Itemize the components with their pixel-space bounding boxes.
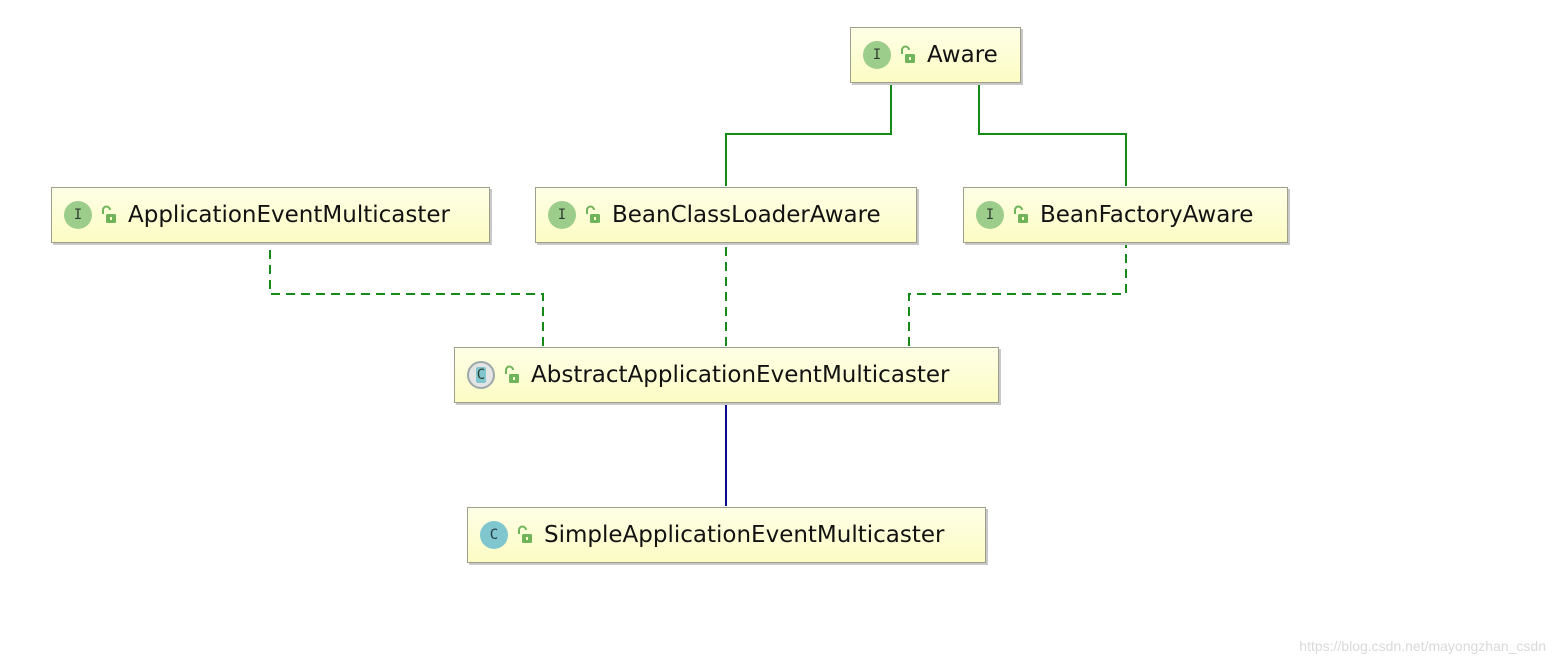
- unlock-icon: [586, 205, 600, 223]
- node-abstract-application-event-multicaster[interactable]: C AbstractApplicationEventMulticaster: [454, 347, 999, 403]
- unlock-icon: [518, 525, 532, 543]
- unlock-icon: [102, 205, 116, 223]
- interface-icon: I: [548, 201, 576, 229]
- edge-abstract-to-applicationeventmulticaster: [260, 220, 544, 346]
- unlock-icon: [1014, 205, 1028, 223]
- node-bean-class-loader-aware[interactable]: I BeanClassLoaderAware: [535, 187, 917, 243]
- node-label: BeanClassLoaderAware: [612, 202, 881, 228]
- unlock-icon: [505, 365, 519, 383]
- interface-icon: I: [863, 41, 891, 69]
- abstract-class-icon: C: [467, 361, 495, 389]
- interface-icon: I: [976, 201, 1004, 229]
- unlock-icon: [901, 45, 915, 63]
- watermark: https://blog.csdn.net/mayongzhan_csdn: [1299, 638, 1546, 654]
- node-label: BeanFactoryAware: [1040, 202, 1254, 228]
- node-label: SimpleApplicationEventMulticaster: [544, 522, 945, 548]
- class-icon: C: [480, 521, 508, 549]
- node-bean-factory-aware[interactable]: I BeanFactoryAware: [963, 187, 1288, 243]
- node-simple-application-event-multicaster[interactable]: C SimpleApplicationEventMulticaster: [467, 507, 986, 563]
- node-aware[interactable]: I Aware: [850, 27, 1021, 83]
- node-label: Aware: [927, 42, 998, 68]
- interface-icon: I: [64, 201, 92, 229]
- node-application-event-multicaster[interactable]: I ApplicationEventMulticaster: [51, 187, 490, 243]
- edge-abstract-to-beanfactoryaware: [908, 220, 1136, 346]
- node-label: ApplicationEventMulticaster: [128, 202, 450, 228]
- node-label: AbstractApplicationEventMulticaster: [531, 362, 950, 388]
- edge-beanfactoryaware-to-aware: [969, 60, 1127, 186]
- edge-beanclassloaderaware-to-aware: [725, 60, 901, 186]
